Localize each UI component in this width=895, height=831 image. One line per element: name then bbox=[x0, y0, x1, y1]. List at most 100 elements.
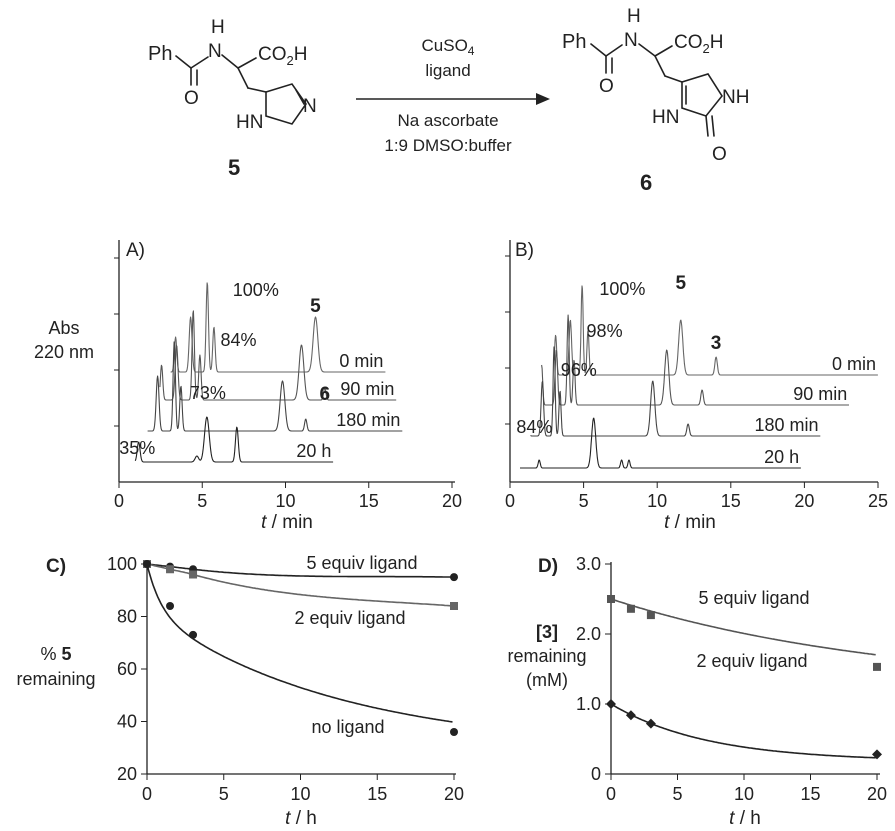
x-tick-label: 20 bbox=[794, 491, 814, 511]
reactant-n: N bbox=[208, 41, 222, 62]
x-tick-label: 20 bbox=[442, 491, 462, 511]
x-tick-label: 0 bbox=[142, 784, 152, 804]
y-tick-label: 20 bbox=[117, 764, 137, 784]
x-tick-label: 15 bbox=[359, 491, 379, 511]
condition-reagent-2: ligand bbox=[425, 61, 470, 80]
x-tick-label: 15 bbox=[800, 784, 820, 804]
panel-b-xlabel: t / min bbox=[664, 512, 716, 533]
trace-percent-label: 84% bbox=[516, 417, 552, 437]
chromatogram-trace bbox=[541, 314, 850, 406]
trace-percent-label: 84% bbox=[220, 330, 256, 350]
panel-c-label: C) bbox=[46, 556, 66, 577]
x-tick-label: 10 bbox=[734, 784, 754, 804]
trace-time-label: 180 min bbox=[755, 415, 819, 435]
trace-percent-label: 98% bbox=[587, 321, 623, 341]
x-tick-label: 10 bbox=[290, 784, 310, 804]
trace-time-label: 90 min bbox=[793, 384, 847, 404]
product-ring-o: O bbox=[712, 144, 727, 165]
chromatogram-trace bbox=[170, 282, 386, 373]
reactant-carbonyl-o: O bbox=[184, 88, 199, 109]
trace-percent-label: 100% bbox=[233, 280, 279, 300]
product-structure: Ph O H N CO2H NH HN O 6 bbox=[562, 6, 749, 195]
panel-c-xlabel: t / h bbox=[285, 808, 317, 829]
product-acid: CO2H bbox=[674, 32, 723, 56]
product-ring-nh: NH bbox=[722, 87, 749, 108]
series-line bbox=[610, 703, 876, 759]
chromatogram-trace bbox=[519, 417, 802, 469]
x-tick-label: 25 bbox=[868, 491, 888, 511]
y-tick-label: 1.0 bbox=[576, 694, 601, 714]
x-tick-label: 5 bbox=[672, 784, 682, 804]
peak-compound-label: 5 bbox=[675, 273, 686, 294]
reaction-scheme: Ph O H N CO2H N HN 5 CuSO4 ligand bbox=[148, 6, 749, 195]
reactant-ph: Ph bbox=[148, 43, 172, 65]
panel-d-ylabel-3: (mM) bbox=[526, 670, 568, 690]
chromatogram-trace bbox=[530, 346, 821, 437]
trace-time-label: 0 min bbox=[339, 351, 383, 371]
peak-compound-label: 6 bbox=[319, 384, 330, 405]
peak-compound-label: 3 bbox=[711, 333, 722, 354]
chromatogram-trace bbox=[159, 310, 397, 401]
product-ring-hn: HN bbox=[652, 107, 679, 128]
trace-percent-label: 35% bbox=[119, 438, 155, 458]
product-label: 6 bbox=[640, 170, 652, 195]
data-point bbox=[143, 560, 151, 568]
reactant-structure: Ph O H N CO2H N HN 5 bbox=[148, 17, 317, 180]
condition-reagent-main: CuSO4 bbox=[422, 36, 475, 58]
data-point bbox=[645, 718, 656, 729]
series-line bbox=[146, 563, 453, 607]
reactant-ring-n: N bbox=[303, 96, 317, 117]
trace-percent-label: 96% bbox=[561, 360, 597, 380]
data-point bbox=[450, 602, 458, 610]
series-line bbox=[146, 563, 453, 723]
y-tick-label: 2.0 bbox=[576, 624, 601, 644]
product-n: N bbox=[624, 30, 638, 51]
trace-time-label: 20 h bbox=[764, 447, 799, 467]
trace-percent-label: 73% bbox=[190, 383, 226, 403]
trace-time-label: 90 min bbox=[340, 379, 394, 399]
panel-c-ylabel-1: % 5 bbox=[40, 644, 71, 664]
product-carbonyl-o: O bbox=[599, 76, 614, 97]
product-nh-h: H bbox=[627, 6, 641, 27]
chromatogram-trace bbox=[553, 285, 878, 376]
y-tick-label: 60 bbox=[117, 659, 137, 679]
series-label: 2 equiv ligand bbox=[696, 651, 807, 671]
product-ph: Ph bbox=[562, 31, 586, 53]
x-tick-label: 20 bbox=[444, 784, 464, 804]
trace-percent-label: 100% bbox=[599, 279, 645, 299]
panel-a-label: A) bbox=[126, 240, 145, 261]
reactant-acid: CO2H bbox=[258, 44, 307, 68]
y-tick-label: 3.0 bbox=[576, 554, 601, 574]
data-point bbox=[607, 595, 615, 603]
series-label: 5 equiv ligand bbox=[306, 553, 417, 573]
trace-time-label: 20 h bbox=[296, 441, 331, 461]
panel-a-ylabel-1: Abs bbox=[48, 318, 79, 338]
chromatogram-trace bbox=[147, 341, 403, 432]
data-point bbox=[450, 573, 458, 582]
reactant-label: 5 bbox=[228, 155, 240, 180]
x-tick-label: 0 bbox=[114, 491, 124, 511]
series-label: no ligand bbox=[311, 717, 384, 737]
condition-solvent: 1:9 DMSO:buffer bbox=[384, 136, 512, 155]
panel-c-ylabel-2: remaining bbox=[16, 669, 95, 689]
panel-d-xlabel: t / h bbox=[729, 808, 761, 829]
reactant-nh-h: H bbox=[211, 17, 225, 38]
series-label: 5 equiv ligand bbox=[698, 588, 809, 608]
x-tick-label: 10 bbox=[647, 491, 667, 511]
y-tick-label: 80 bbox=[117, 607, 137, 627]
series-label: 2 equiv ligand bbox=[294, 608, 405, 628]
data-point bbox=[625, 710, 636, 721]
trace-time-label: 0 min bbox=[832, 354, 876, 374]
x-tick-label: 15 bbox=[721, 491, 741, 511]
data-point bbox=[626, 604, 635, 613]
y-tick-label: 0 bbox=[591, 764, 601, 784]
peak-compound-label: 5 bbox=[310, 296, 321, 317]
data-point bbox=[606, 699, 616, 709]
panel-a-ylabel-2: 220 nm bbox=[34, 342, 94, 362]
panel-d-ylabel-2: remaining bbox=[507, 646, 586, 666]
data-point bbox=[166, 602, 175, 610]
